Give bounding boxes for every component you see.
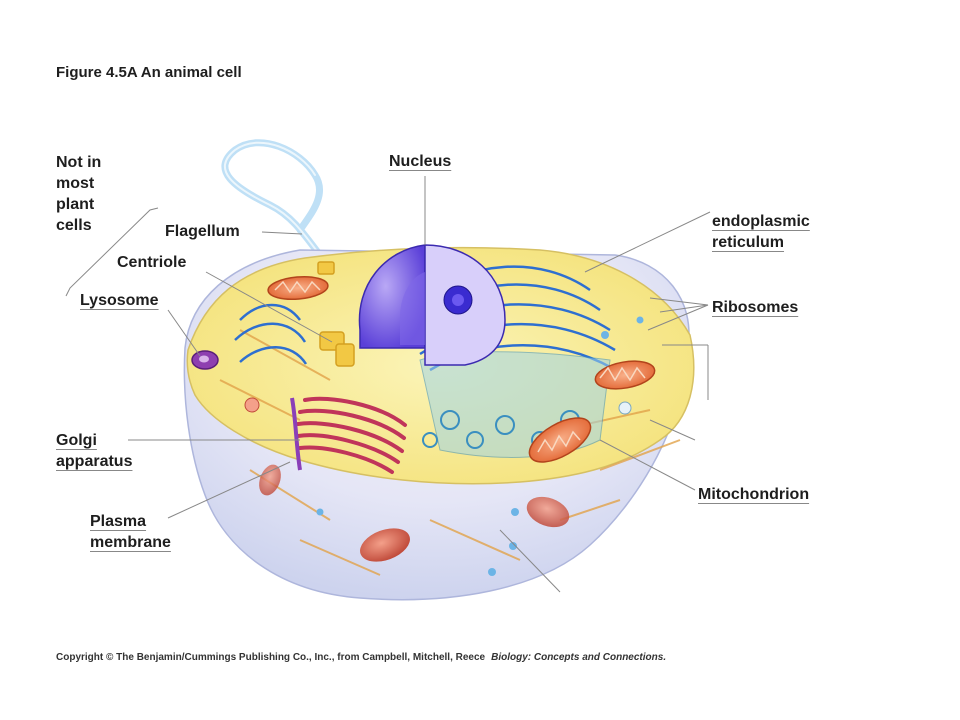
figure-title: Figure 4.5A An animal cell (56, 64, 242, 81)
label-endoplasmic-reticulum: endoplasmic reticulum (712, 213, 810, 251)
copyright-line: Copyright © The Benjamin/Cummings Publis… (56, 652, 666, 663)
flagellum (221, 139, 329, 266)
mitochondria (267, 275, 656, 463)
label-mitochondrion: Mitochondrion (698, 486, 810, 503)
label-golgi-apparatus: Golgi apparatus (56, 432, 133, 470)
label-flagellum: Flagellum (165, 223, 240, 240)
copyright-text: Copyright © The Benjamin/Cummings Publis… (56, 652, 486, 663)
label-nucleus: Nucleus (389, 153, 452, 170)
label-ribosomes: Ribosomes (712, 299, 799, 316)
label-plasma-membrane: Plasma membrane (90, 513, 171, 551)
label-not-in-plant-cells: Not in most plant cells (56, 154, 102, 234)
leader-lines (65, 176, 711, 593)
copyright-book-title: Biology: Concepts and Connections. (491, 652, 667, 663)
golgi-apparatus (296, 396, 407, 474)
label-lysosome: Lysosome (80, 292, 159, 309)
vesicles (244, 316, 644, 576)
centriole (317, 261, 355, 367)
label-centriole: Centriole (117, 254, 187, 271)
